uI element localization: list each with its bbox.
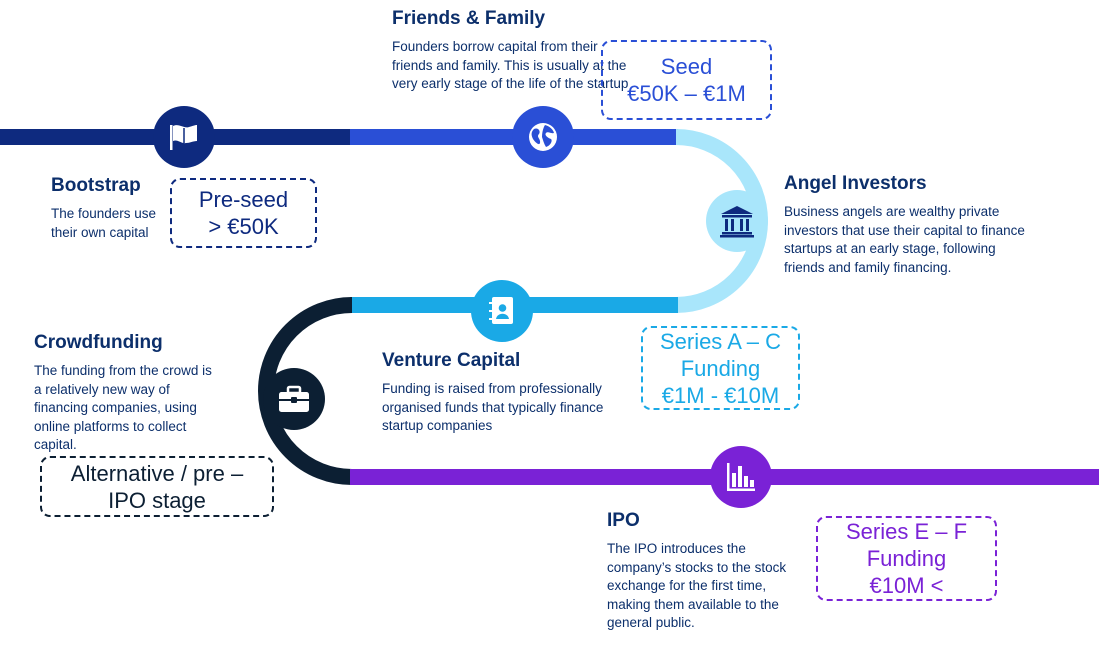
bootstrap-badge: Pre-seed > €50K xyxy=(170,178,317,248)
ipo-badge: Series E – F Funding €10M < xyxy=(816,516,997,601)
contact-book-icon xyxy=(489,297,513,324)
flag-icon xyxy=(170,125,197,150)
venture-capital-description: Funding is raised from professionally or… xyxy=(382,381,604,433)
briefcase-icon xyxy=(279,385,309,412)
node-bootstrap xyxy=(153,106,215,168)
ipo-title: IPO xyxy=(607,510,640,531)
bank-icon xyxy=(720,206,754,238)
venture-capital-title: Venture Capital xyxy=(382,350,521,371)
node-friends-family xyxy=(512,106,574,168)
venture-capital-badge: Series A – C Funding €1M - €10M xyxy=(641,326,800,410)
angel-investors-description: Business angels are wealthy private inve… xyxy=(784,204,1025,275)
crowdfunding-badge: Alternative / pre – IPO stage xyxy=(40,456,274,517)
angel-investors-title: Angel Investors xyxy=(784,173,927,194)
friends-family-title: Friends & Family xyxy=(392,8,546,29)
ipo-description: The IPO introduces the company’s stocks … xyxy=(607,541,787,630)
node-ipo xyxy=(710,446,772,508)
node-venture-capital xyxy=(471,280,533,342)
bar-chart-icon xyxy=(727,463,755,491)
crowdfunding-description: The funding from the crowd is a relative… xyxy=(34,363,212,452)
node-crowdfunding xyxy=(263,368,325,430)
bootstrap-title: Bootstrap xyxy=(51,175,141,196)
friends-family-description: Founders borrow capital from their frien… xyxy=(392,39,629,91)
friends-family-badge: Seed €50K – €1M xyxy=(601,40,772,120)
node-angel-investors xyxy=(706,190,768,252)
crowdfunding-title: Crowdfunding xyxy=(34,332,163,353)
globe-icon xyxy=(529,123,557,151)
bootstrap-description: The founders use their own capital xyxy=(51,206,157,240)
